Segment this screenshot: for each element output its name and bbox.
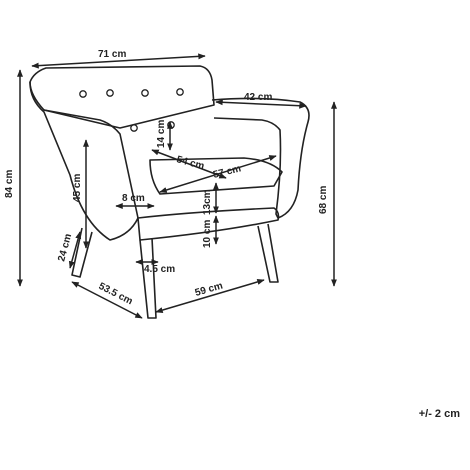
tufting-buttons (79, 88, 184, 132)
label-back-height: 14 cm (156, 120, 167, 148)
label-total-height: 84 cm (4, 170, 15, 198)
label-leg-height: 24 cm (56, 232, 74, 262)
dimension-lines (17, 53, 337, 319)
front-base (137, 207, 280, 241)
label-seat-width: 54 cm (175, 154, 205, 172)
label-base-depth: 53.5 cm (97, 281, 135, 308)
tufting-button (167, 121, 175, 129)
leg-front-left (139, 237, 157, 319)
tolerance-note: +/- 2 cm (418, 408, 460, 420)
dim-line-base-depth (71, 281, 143, 319)
tufting-button (176, 88, 184, 96)
left-arm (29, 81, 139, 241)
dim-line-leg-height (68, 231, 82, 269)
dim-line-seat-depth (159, 155, 277, 193)
dim-line-total-width (31, 53, 206, 69)
label-arm-depth: 42 cm (244, 92, 272, 103)
tufting-button (141, 89, 149, 97)
tufting-button (106, 89, 114, 97)
label-seat-height: 45 cm (72, 174, 83, 202)
label-arm-height: 68 cm (318, 186, 329, 214)
label-total-width: 71 cm (98, 49, 126, 60)
backrest (29, 65, 215, 129)
label-seat-thickness: 13cm (202, 189, 213, 215)
dim-line-base-width (155, 279, 265, 313)
label-seat-depth: 57 cm (212, 163, 242, 181)
leg-front-right (257, 223, 279, 283)
tufting-button (79, 90, 87, 98)
label-arm-width: 8 cm (122, 193, 145, 204)
label-leg-width: 4.5 cm (144, 264, 175, 275)
tufting-button (130, 124, 138, 132)
dim-line-arm-depth (215, 99, 307, 109)
label-base-height: 10 cm (202, 220, 213, 248)
